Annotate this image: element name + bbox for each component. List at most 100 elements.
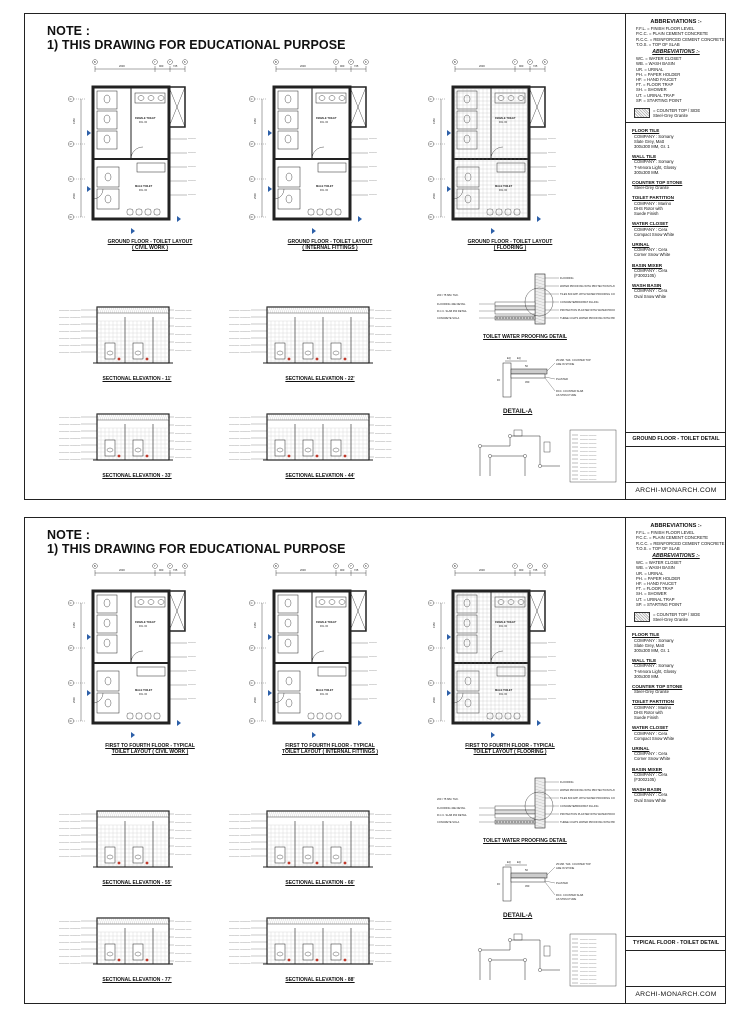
- spec-heading: COUNTER TOP STONE: [632, 684, 683, 690]
- svg-text:——— ———: ——— ———: [580, 478, 597, 481]
- svg-text:FLOORING: FLOORING: [560, 276, 574, 280]
- svg-text:1350: 1350: [253, 118, 257, 124]
- svg-text:FFL ±0: FFL ±0: [499, 188, 508, 192]
- abbreviation-item: FT. = FLOOR TRAP: [636, 82, 674, 88]
- svg-text:———— ——: ———— ——: [175, 341, 192, 344]
- svg-text:D: D: [70, 719, 72, 723]
- svg-text:FLOORING: FLOORING: [560, 780, 574, 784]
- svg-text:———— ——: ———— ——: [175, 424, 192, 427]
- svg-text:———: ———: [369, 641, 377, 644]
- abbreviation-item: T.O.S. = TOP OF SLAB: [636, 41, 680, 47]
- svg-text:——— ———: ——— ———: [580, 978, 597, 981]
- svg-text:———— ————: ———— ————: [229, 920, 251, 923]
- abbreviation-item: P.C.C. = PLAIN CEMENT CONCRETE: [636, 535, 709, 541]
- svg-text:7: 7: [154, 564, 156, 568]
- svg-text:——— ———: ——— ———: [580, 438, 597, 441]
- svg-text:———— ————: ———— ————: [59, 827, 81, 830]
- svg-text:———— ————: ———— ————: [59, 458, 81, 461]
- spec-line: Compact Snow White: [634, 231, 675, 237]
- spec-heading: WASH BASIN: [632, 787, 662, 793]
- svg-text:———— ————: ———— ————: [229, 437, 251, 440]
- svg-text:200 / 75 MM. THK.: 200 / 75 MM. THK.: [437, 797, 459, 801]
- note: NOTE : 1) THIS DRAWING FOR EDUCATIONAL P…: [47, 528, 346, 556]
- svg-text:———— ————: ———— ————: [229, 309, 251, 312]
- abbreviation-item: SP. = STARTING POINT: [636, 97, 682, 103]
- spec-heading: WALL TILE: [632, 154, 657, 160]
- svg-text:———— ————: ———— ————: [229, 323, 251, 326]
- abbreviation-item: WB. = WASH BASIN: [636, 565, 675, 571]
- svg-text:7': 7': [169, 564, 171, 568]
- svg-text:C: C: [70, 681, 72, 685]
- svg-text:C': C': [430, 142, 433, 146]
- svg-text:———— ————: ———— ————: [59, 955, 81, 958]
- abbreviation-item: WC. = WATER CLOSET: [636, 56, 682, 62]
- spec-line: Slate Grey, Matt: [634, 138, 664, 144]
- svg-text:———— ——: ———— ——: [375, 424, 392, 427]
- svg-text:CONCRETE/BRICKBAT FILLING: CONCRETE/BRICKBAT FILLING: [560, 804, 599, 808]
- svg-text:———— ——: ———— ——: [375, 317, 392, 320]
- brand-label: ARCHI-MONARCH.COM: [626, 986, 726, 1003]
- note-title: NOTE :: [47, 24, 90, 38]
- svg-text:———— ——: ———— ——: [375, 456, 392, 459]
- svg-text:FFL ±0: FFL ±0: [139, 120, 148, 124]
- svg-text:———— ————: ———— ————: [59, 841, 81, 844]
- elevation-title: SECTIONAL ELEVATION - 77': [102, 977, 172, 983]
- svg-text:——— ———: ——— ———: [580, 966, 597, 969]
- svg-text:———: ———: [188, 151, 196, 154]
- note-line: 1) THIS DRAWING FOR EDUCATIONAL PURPOSE: [47, 542, 346, 556]
- abbreviation-item: F.F.L. = FINISH FLOOR LEVEL: [636, 530, 695, 536]
- svg-text:———— ————: ———— ————: [229, 962, 251, 965]
- svg-text:———— ————: ———— ————: [59, 344, 81, 347]
- svg-text:1350: 1350: [253, 622, 257, 628]
- svg-text:———— ————: ———— ————: [59, 309, 81, 312]
- spec-line: Steel-Grey Granite: [634, 689, 669, 695]
- svg-text:PLASTER: PLASTER: [556, 377, 568, 381]
- svg-text:———— ————: ———— ————: [229, 423, 251, 426]
- svg-text:R.C.C. SLAB 450 DETAIL: R.C.C. SLAB 450 DETAIL: [437, 813, 467, 817]
- svg-text:———: ———: [188, 697, 196, 700]
- spec-line: T-Venora Light, Glossy: [634, 164, 677, 170]
- svg-text:D: D: [251, 719, 253, 723]
- svg-text:———: ———: [548, 179, 556, 182]
- plan-title: GROUND FLOOR - TOILET LAYOUT( CIVIL WORK…: [107, 239, 193, 251]
- svg-text:WATER PROOFING WITH PROTECTION: WATER PROOFING WITH PROTECTION PLASTER: [560, 284, 615, 288]
- svg-text:———— ————: ———— ————: [229, 855, 251, 858]
- svg-text:B: B: [94, 564, 96, 568]
- svg-text:AS STRUCTURE: AS STRUCTURE: [556, 897, 576, 901]
- abbreviation-item: UR. = URINAL: [636, 570, 664, 576]
- svg-text:——— ———: ——— ———: [580, 450, 597, 453]
- svg-text:7': 7': [529, 564, 531, 568]
- svg-text:———— ——: ———— ——: [175, 440, 192, 443]
- title-block: ABBREVIATIONS :- F.F.L. = FINISH FLOOR L…: [625, 14, 726, 499]
- svg-text:C: C: [251, 601, 253, 605]
- spec-line: Steel-Grey Granite: [634, 185, 669, 191]
- elevation-drawing: ———— ———————— ———————— ———————— ————————…: [227, 910, 407, 970]
- svg-text:FFL ±0: FFL ±0: [499, 624, 508, 628]
- svg-text:———— ————: ———— ————: [229, 444, 251, 447]
- svg-text:725: 725: [173, 568, 178, 572]
- svg-text:FFL ±0: FFL ±0: [139, 188, 148, 192]
- elevation-title: SECTIONAL ELEVATION - 55': [102, 880, 172, 886]
- svg-text:———— ——: ———— ——: [175, 813, 192, 816]
- abbreviation-item: SP. = STARTING POINT: [636, 601, 682, 607]
- spec-heading: WASH BASIN: [632, 283, 662, 289]
- spec-heading: BASIN MIXER: [632, 766, 663, 772]
- abbreviation-item: UT. = URINAL TRAP: [636, 596, 675, 602]
- svg-text:———— ————: ———— ————: [59, 934, 81, 937]
- svg-text:——— ———: ——— ———: [580, 470, 597, 473]
- sheet-name: TYPICAL FLOOR - TOILET DETAIL: [626, 935, 726, 951]
- svg-text:———: ———: [188, 179, 196, 182]
- svg-text:7': 7': [350, 60, 352, 64]
- svg-text:C': C': [430, 646, 433, 650]
- svg-text:———— ——: ———— ——: [375, 333, 392, 336]
- svg-text:———— ————: ———— ————: [59, 962, 81, 965]
- svg-text:———: ———: [188, 669, 196, 672]
- spec-heading: TOILET PARTITION: [632, 195, 674, 201]
- spec-line: COMPANY : Cera: [634, 792, 668, 798]
- svg-text:———— ——: ———— ——: [175, 317, 192, 320]
- svg-text:———— ————: ———— ————: [229, 458, 251, 461]
